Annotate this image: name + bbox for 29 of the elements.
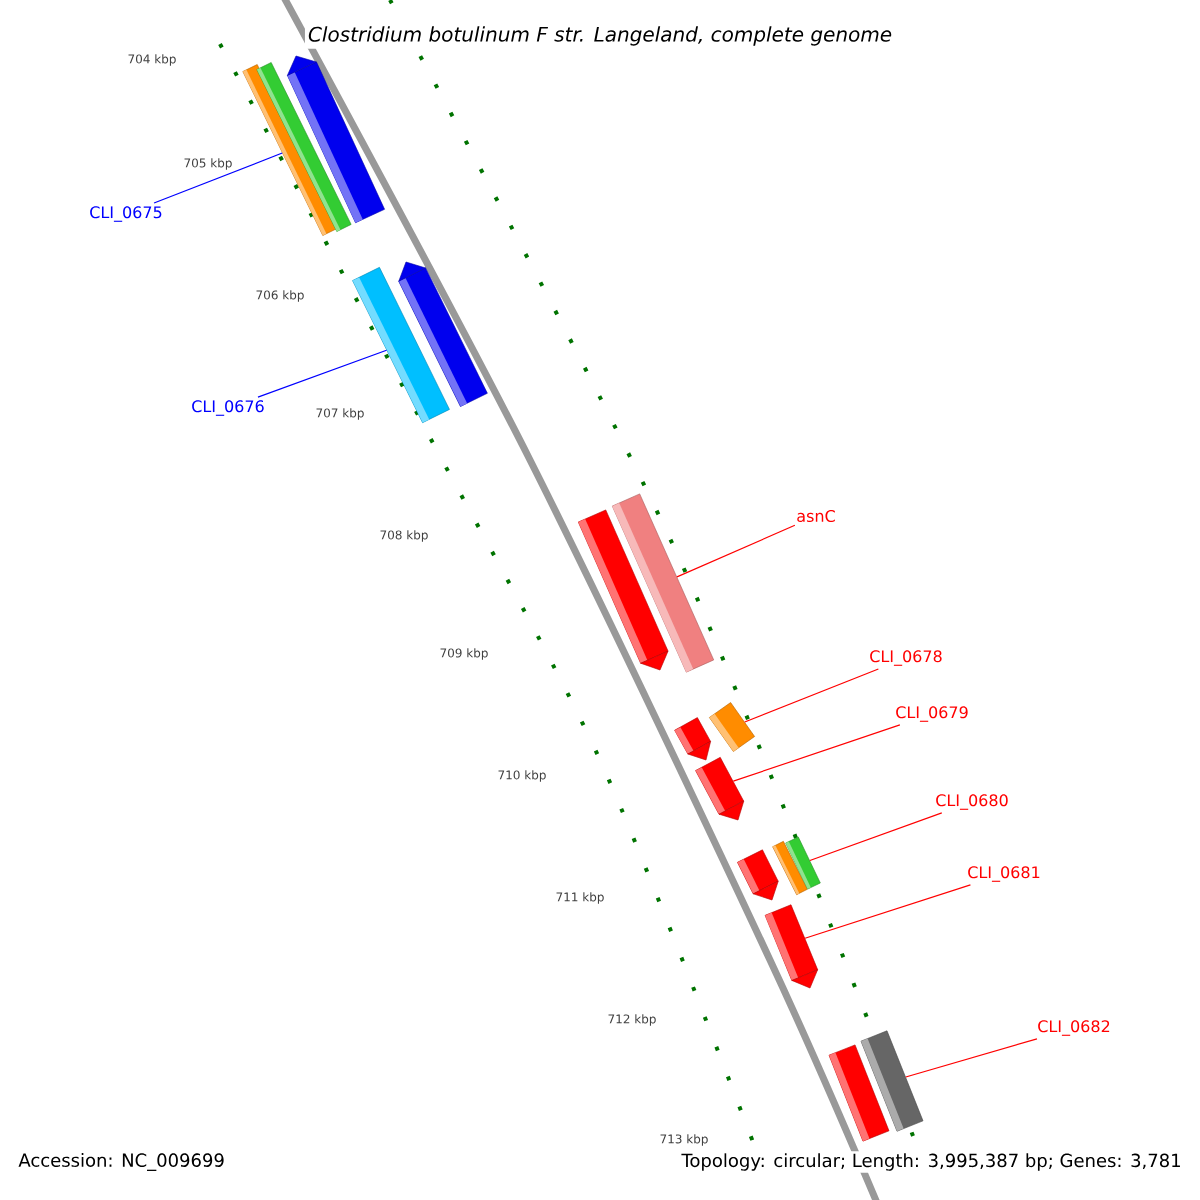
gene-label: CLI_0680 [936,794,1008,810]
gene-label: CLI_0679 [896,706,968,722]
gene-block [785,836,821,890]
gene-label: asnC [797,509,835,523]
gene-block [764,904,818,989]
gene-block [737,849,779,901]
leader-line [153,152,283,204]
gene-block [287,55,385,224]
gene-block [709,702,755,752]
leader-line [676,524,796,578]
leader-line [905,1038,1038,1078]
leader-line [732,724,901,782]
leader-line [744,668,879,723]
gene-label: CLI_0682 [1038,1020,1110,1036]
accession-text: Accession: NC_009699 [16,1151,227,1173]
gene-label: CLI_0675 [90,206,162,222]
gene-block [612,493,714,673]
genome-info-text: Topology: circular; Length: 3,995,387 bp; Genes: 3,781 [679,1151,1184,1173]
leader-line [804,884,972,939]
gene-label: CLI_0681 [968,866,1040,882]
gene-label: CLI_0678 [870,650,942,666]
gene-block [860,1030,924,1132]
gene-block [398,261,488,407]
gene-block [674,717,711,761]
leader-line [809,812,943,862]
gene-label: CLI_0676 [192,400,264,416]
leader-line [257,349,388,398]
gene-block [695,757,745,821]
title: Clostridium botulinum F str. Langeland, complete genome [304,23,896,49]
